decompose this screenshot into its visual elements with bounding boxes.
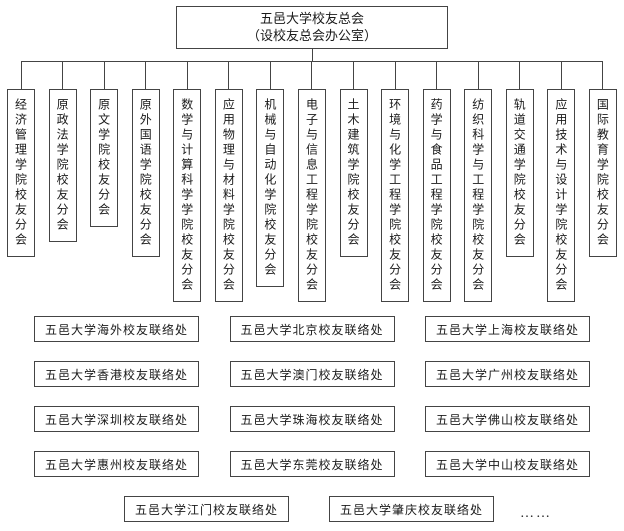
connector-tick: [269, 61, 271, 89]
branch-box: 经济管理学院校友分会: [7, 89, 35, 257]
liaison-office-box: 五邑大学上海校友联络处: [425, 316, 590, 342]
liaison-section: 五邑大学海外校友联络处 五邑大学北京校友联络处 五邑大学上海校友联络处 五邑大学…: [0, 316, 624, 522]
branches-section: 经济管理学院校友分会 原政法学院校友分会 原文学院校友分会 原外国语学院校友分会…: [0, 61, 624, 302]
root-title-line1: 五邑大学校友总会: [259, 11, 364, 26]
liaison-office-box: 五邑大学北京校友联络处: [229, 316, 395, 342]
liaison-office-box: 五邑大学澳门校友联络处: [229, 361, 395, 387]
branch-box: 原外国语学院校友分会: [131, 89, 160, 257]
branch-column: 国际教育学院校友分会: [588, 61, 618, 302]
liaison-row: 五邑大学惠州校友联络处 五邑大学东莞校友联络处 五邑大学中山校友联络处: [34, 451, 590, 477]
connector-tick: [228, 61, 230, 89]
liaison-row: 五邑大学深圳校友联络处 五邑大学珠海校友联络处 五邑大学佛山校友联络处: [34, 406, 590, 432]
branch-box: 电子与信息工程学院校友分会: [297, 89, 326, 302]
branch-box: 原文学院校友分会: [90, 89, 119, 227]
branch-box: 应用技术与设计学院校友分会: [547, 89, 576, 302]
connector-stub: [311, 49, 313, 61]
branch-column: 应用技术与设计学院校友分会: [546, 61, 576, 302]
branch-column: 应用物理与材料学院校友分会: [214, 61, 244, 302]
liaison-office-box: 五邑大学肇庆校友联络处: [329, 496, 494, 522]
branch-box: 土木建筑学院校友分会: [339, 89, 368, 257]
branch-box: 数学与计算科学学院校友分会: [173, 89, 202, 302]
liaison-office-box: 五邑大学香港校友联络处: [34, 361, 199, 387]
connector-tick: [394, 61, 396, 89]
liaison-row-last: 五邑大学江门校友联络处 五邑大学肇庆校友联络处 ……: [0, 496, 624, 522]
liaison-office-box: 五邑大学深圳校友联络处: [34, 406, 199, 432]
branch-column: 原文学院校友分会: [89, 61, 119, 302]
branch-column: 轨道交通学院校友分会: [505, 61, 535, 302]
branch-column: 经济管理学院校友分会: [6, 61, 36, 302]
liaison-office-box: 五邑大学珠海校友联络处: [229, 406, 395, 432]
liaison-row: 五邑大学香港校友联络处 五邑大学澳门校友联络处 五邑大学广州校友联络处: [34, 361, 590, 387]
ellipsis-text: ……: [520, 506, 552, 521]
liaison-office-box: 五邑大学海外校友联络处: [34, 316, 199, 342]
liaison-office-box: 五邑大学惠州校友联络处: [34, 451, 199, 477]
branch-box: 药学与食品工程学院校友分会: [422, 89, 451, 302]
branch-column: 电子与信息工程学院校友分会: [297, 61, 327, 302]
connector-tick: [186, 61, 188, 89]
connector-tick: [353, 61, 354, 89]
branch-box: 轨道交通学院校友分会: [505, 89, 534, 257]
liaison-office-box: 五邑大学中山校友联络处: [425, 451, 590, 477]
branch-column: 数学与计算科学学院校友分会: [172, 61, 202, 302]
liaison-row: 五邑大学海外校友联络处 五邑大学北京校友联络处 五邑大学上海校友联络处: [34, 316, 590, 342]
connector-tick: [602, 61, 604, 89]
connector-tick: [311, 61, 313, 89]
branch-column: 环境与化学工程学院校友分会: [380, 61, 410, 302]
branch-column: 原外国语学院校友分会: [131, 61, 161, 302]
connector-tick: [436, 61, 438, 89]
branch-column: 土木建筑学院校友分会: [339, 61, 369, 302]
root-title-line2: （设校友总会办公室）: [246, 28, 377, 43]
liaison-office-box: 五邑大学广州校友联络处: [425, 361, 590, 387]
branch-box: 应用物理与材料学院校友分会: [214, 89, 243, 302]
branch-column: 机械与自动化学院校友分会: [255, 61, 285, 302]
liaison-office-box: 五邑大学东莞校友联络处: [229, 451, 395, 477]
branch-box: 原政法学院校友分会: [48, 89, 77, 242]
connector-tick: [145, 61, 147, 89]
connector-tick: [519, 61, 521, 89]
branch-box: 机械与自动化学院校友分会: [256, 89, 285, 287]
connector-tick: [62, 61, 64, 89]
branch-column: 药学与食品工程学院校友分会: [422, 61, 452, 302]
connector-tick: [560, 61, 562, 89]
connector-tick: [20, 61, 22, 89]
connector-tick: [103, 61, 105, 89]
liaison-office-box: 五邑大学佛山校友联络处: [425, 406, 590, 432]
branch-box: 国际教育学院校友分会: [588, 89, 617, 257]
branches-row: 经济管理学院校友分会 原政法学院校友分会 原文学院校友分会 原外国语学院校友分会…: [0, 61, 624, 302]
branch-box: 纺织科学与工程学院校友分会: [464, 89, 493, 302]
branch-box: 环境与化学工程学院校友分会: [381, 89, 410, 302]
connector-tick: [477, 61, 479, 89]
root-box: 五邑大学校友总会 （设校友总会办公室）: [176, 6, 448, 49]
connector-rail: [21, 61, 603, 62]
liaison-office-box: 五邑大学江门校友联络处: [124, 496, 289, 522]
branch-column: 原政法学院校友分会: [48, 61, 78, 302]
branch-column: 纺织科学与工程学院校友分会: [463, 61, 493, 302]
